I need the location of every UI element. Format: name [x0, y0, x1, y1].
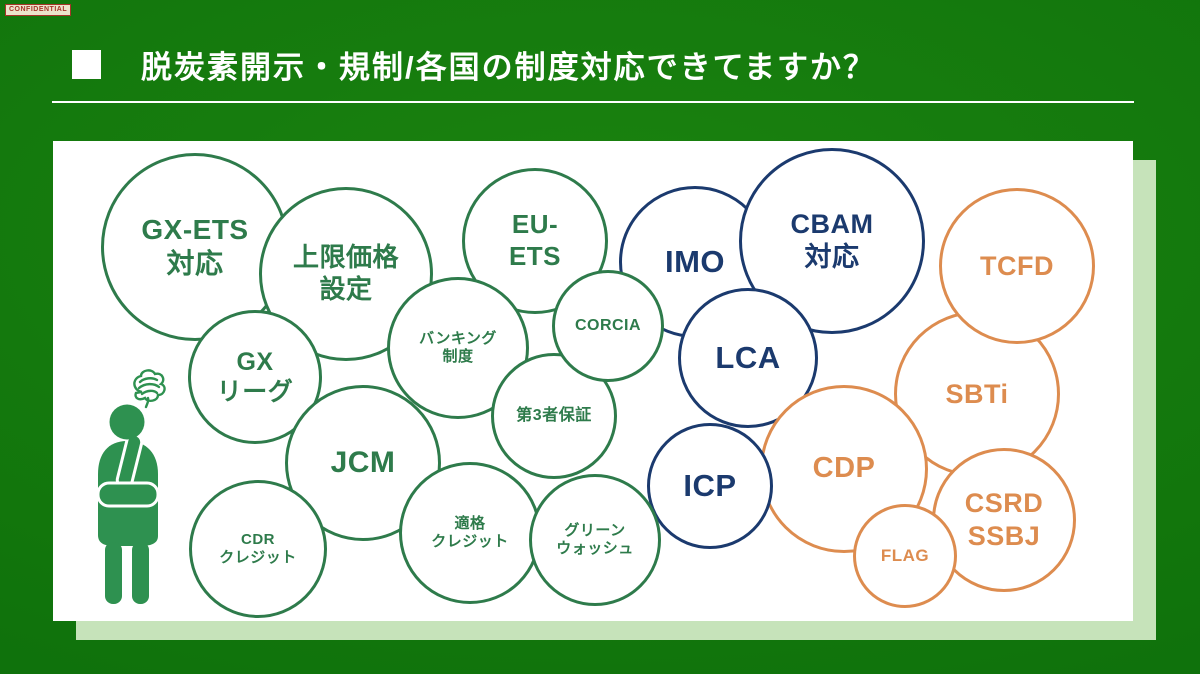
bubble-label: CBAM	[790, 209, 874, 240]
bubble-label: EU-	[511, 209, 559, 240]
bubble-label: SSBJ	[967, 521, 1041, 551]
bubble-flag: FLAG	[853, 504, 957, 608]
title-underline	[52, 101, 1134, 103]
bubble-label: バンキング	[419, 329, 497, 347]
bubble-tcfd: TCFD	[939, 188, 1095, 344]
bubble-label: 適格	[454, 514, 486, 532]
bubble-label: CDP	[812, 452, 876, 485]
bubble-label: 第3者保証	[516, 407, 592, 425]
confidential-stamp: CONFIDENTIAL	[5, 4, 72, 17]
page-title: 脱炭素開示・規制/各国の制度対応できてますか？	[141, 50, 877, 85]
bubble-label: CSRD	[964, 488, 1044, 519]
bubble-label: SBTi	[945, 378, 1009, 409]
bubble-label: クレジット	[219, 549, 297, 566]
bubble-label: TCFD	[980, 250, 1054, 281]
bubble-label: CDR	[241, 530, 275, 548]
bubble-label: GX-ETS	[141, 213, 249, 245]
thought-scribble-icon	[133, 369, 166, 409]
bubble-label: クレジット	[431, 533, 509, 550]
bubble-tekikaku: 適格クレジット	[399, 462, 541, 604]
bubble-label: ETS	[508, 241, 562, 271]
bubble-label: 対応	[166, 248, 224, 279]
bubble-label: IMO	[664, 244, 726, 280]
bubble-label: CORCIA	[574, 317, 642, 335]
person-body	[96, 404, 160, 604]
bubble-label: 制度	[442, 348, 474, 365]
bubble-label: LCA	[715, 340, 781, 376]
bubble-label: グリーン	[564, 521, 626, 539]
slide-header: 脱炭素開示・規制/各国の制度対応できてますか？	[72, 42, 876, 87]
person-head	[109, 404, 145, 440]
bubble-label: ウォッシュ	[556, 540, 634, 557]
bubble-label: JCM	[330, 445, 396, 479]
bubble-label: FLAG	[880, 545, 930, 565]
bubble-label: 対応	[804, 242, 860, 272]
bubble-icp: ICP	[647, 423, 773, 549]
bubble-greenwash: グリーンウォッシュ	[529, 474, 661, 606]
bubble-label: リーグ	[216, 378, 294, 406]
title-bullet-square	[72, 50, 101, 79]
bubble-label: GX	[236, 347, 274, 376]
bubble-corcia: CORCIA	[552, 270, 664, 382]
confused-person-icon	[96, 369, 166, 604]
bubble-label: 設定	[319, 274, 373, 304]
bubble-label: ICP	[683, 468, 737, 504]
bubble-label: 上限価格	[292, 242, 399, 273]
